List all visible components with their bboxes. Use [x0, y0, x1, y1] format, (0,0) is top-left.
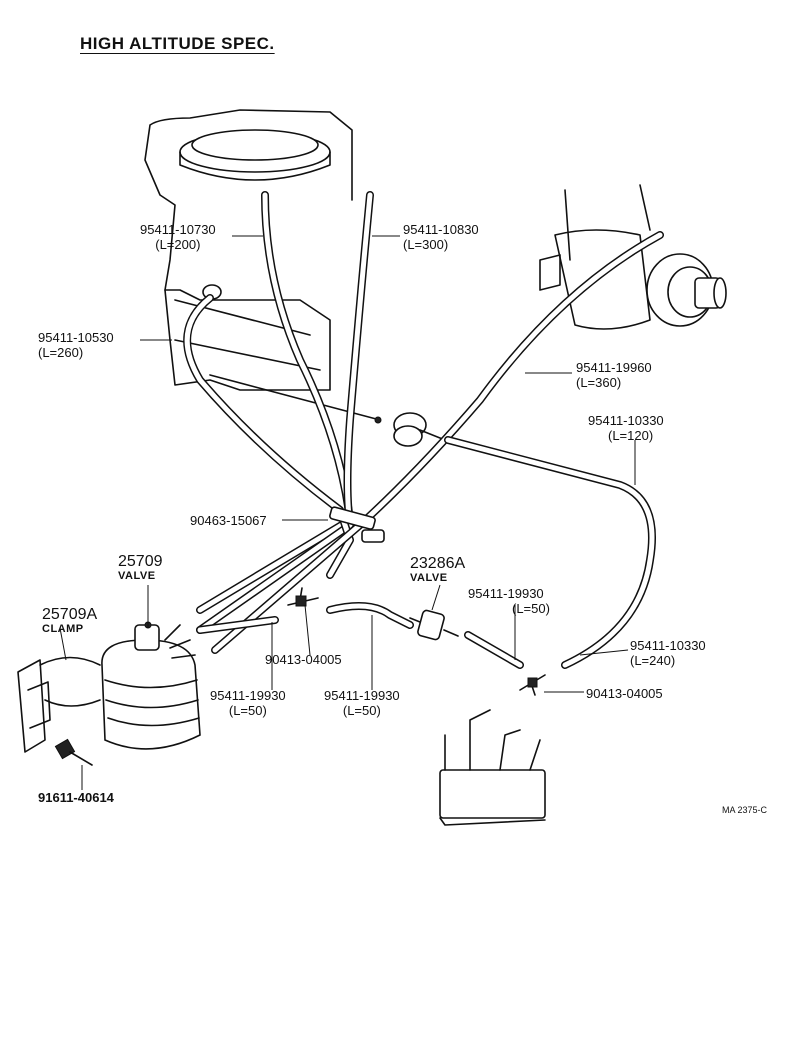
- label-hose-95411-10330-b: 95411-10330 (L=240): [630, 638, 706, 668]
- label-hose-95411-19960: 95411-19960 (L=360): [576, 360, 652, 390]
- label-hose-95411-10330-a: 95411-10330 (L=120): [588, 413, 664, 443]
- filter-valve-icon: [409, 609, 459, 641]
- label-hose-95411-10830: 95411-10830 (L=300): [403, 222, 479, 252]
- leader-lines: [59, 235, 636, 790]
- vacuum-switch-icon: [439, 709, 546, 826]
- bracket-clamp-icon: [17, 656, 101, 753]
- hac-valve-icon: [101, 621, 201, 750]
- label-valve-25709: 25709 VALVE: [118, 553, 163, 582]
- tee-joint-icon: [287, 587, 319, 607]
- label-hose-95411-10530: 95411-10530 (L=260): [38, 330, 114, 360]
- label-clamp-25709a: 25709A CLAMP: [42, 606, 98, 635]
- label-hose-95411-10730: 95411-10730 (L=200): [140, 222, 216, 252]
- label-joint-90413-04005-a: 90413-04005: [265, 652, 342, 667]
- air-cleaner-icon: [144, 109, 353, 391]
- label-valve-23286a: 23286A VALVE: [410, 555, 466, 584]
- label-bolt-91611-40614: 91611-40614: [38, 790, 114, 805]
- label-hose-95411-19930-b: 95411-19930 (L=50): [210, 688, 286, 718]
- hose-clip-icon: [329, 506, 385, 543]
- drawing-code: MA 2375-C: [722, 805, 768, 815]
- throttle-body-icon: [539, 184, 651, 330]
- label-hose-95411-19930-a: 95411-19930 (L=50): [468, 586, 550, 616]
- label-hose-95411-19930-c: 95411-19930 (L=50): [324, 688, 400, 718]
- page-title: HIGH ALTITUDE SPEC.: [80, 34, 275, 53]
- label-clip-90463-15067: 90463-15067: [190, 513, 267, 528]
- bolt-icon: [54, 738, 93, 766]
- vacuum-hoses: [183, 191, 664, 669]
- egr-valve-icon: [646, 253, 727, 327]
- label-joint-90413-04005-b: 90413-04005: [586, 686, 663, 701]
- tee-joint-icon-2: [519, 674, 546, 696]
